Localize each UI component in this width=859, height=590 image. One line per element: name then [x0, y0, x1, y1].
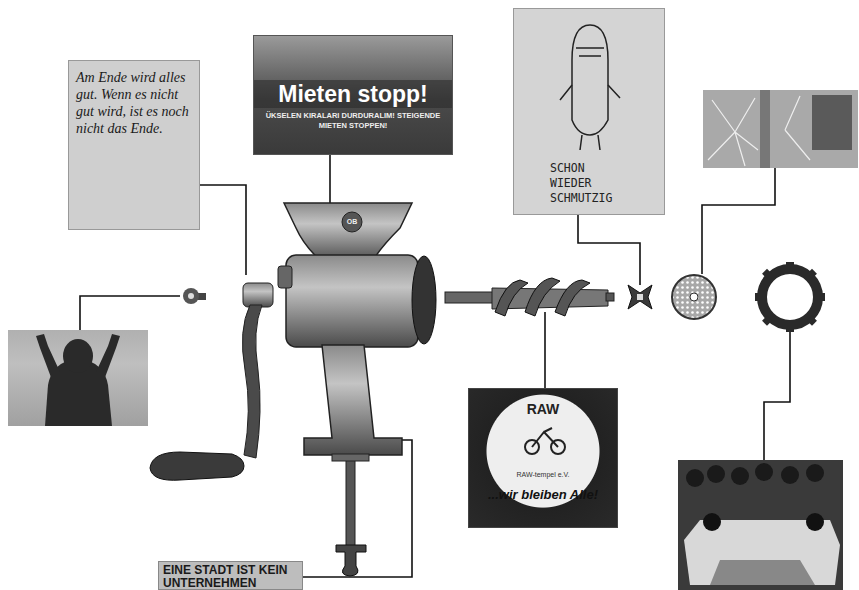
silhouette-hood: [63, 339, 93, 373]
grinder-ring: [755, 262, 825, 332]
helmet: [731, 467, 749, 485]
crank-handle: [150, 283, 273, 480]
glass-photo: [703, 90, 858, 168]
sign-photo: RAW RAW-tempel e.V. ...wir bleiben Alle!: [468, 388, 618, 528]
photo-text: ...wir bleiben Alle!: [477, 487, 609, 502]
crank-arm: [242, 305, 262, 458]
grinder-plate: [672, 275, 716, 319]
ring-knob: [807, 316, 817, 326]
ring-knob: [819, 293, 825, 301]
leader-line: [544, 312, 546, 388]
helmet: [755, 463, 773, 481]
car-window: [710, 560, 815, 585]
helmet: [686, 469, 704, 487]
worm-shaft: [445, 292, 495, 303]
leader-line: [303, 440, 412, 577]
perforated-plate: [672, 275, 716, 319]
clamp-screw: [346, 455, 355, 547]
helmet: [781, 466, 799, 484]
worm-flute: [495, 280, 528, 316]
ring-knobs: [755, 262, 825, 332]
maker-mark: OB: [342, 217, 362, 227]
note-photo: Am Ende wird alles gut. Wenn es nicht gu…: [68, 60, 200, 230]
maker-logo: [342, 212, 362, 232]
photo-text: Am Ende wird alles gut. Wenn es nicht gu…: [76, 69, 192, 137]
photo-text: RAW-tempel e.V.: [469, 471, 617, 478]
photo-text: RAW: [469, 401, 617, 417]
grinder-bolt: [278, 266, 292, 288]
car-wheel: [703, 513, 721, 531]
police-car-photo: [678, 460, 843, 590]
glass-hole: [812, 95, 852, 150]
grinder-knife: [628, 285, 652, 309]
worm-flute: [525, 278, 560, 316]
worm-screw: [445, 278, 614, 316]
leader-line: [329, 155, 331, 205]
grinder-body: [278, 203, 436, 576]
ring-nut: [762, 269, 818, 325]
helmet: [806, 464, 824, 482]
knife-hub: [637, 294, 643, 300]
grinder-funnel: [284, 203, 412, 262]
wing-screw: [183, 288, 206, 304]
leader-line: [578, 215, 640, 285]
window-frame: [760, 90, 770, 168]
screw-head: [183, 288, 199, 304]
silhouette-arm: [96, 334, 120, 380]
photo-frame: [703, 90, 858, 168]
ring-knob: [807, 269, 817, 279]
ring-knob: [786, 326, 794, 332]
leader-line: [702, 168, 775, 274]
leader-line: [200, 185, 246, 275]
leader-line: [80, 296, 180, 330]
ring-knob: [786, 262, 794, 268]
grinder-clamp: [304, 345, 402, 455]
worm-tip: [606, 293, 614, 301]
clamp-key: [336, 545, 366, 576]
leader-line: [764, 328, 790, 460]
crank-grip: [150, 452, 244, 480]
police-helmets: [686, 463, 824, 487]
photo-frame: [678, 460, 843, 590]
photo-haze: [8, 330, 148, 426]
photo-text: EINE STADT IST KEIN UNTERNEHMEN: [163, 564, 298, 590]
graffiti-photo: SCHON WIEDER SCHMUTZIG: [513, 8, 665, 215]
silhouette-arm: [36, 334, 60, 380]
worm-flute: [555, 280, 590, 316]
ring-knob: [762, 269, 772, 279]
crack-lines: [785, 96, 810, 160]
grinder-mouth: [412, 256, 436, 344]
photo-frame: [8, 330, 148, 426]
glass-cracks: [708, 96, 810, 166]
worm-flutes: [495, 278, 590, 316]
plate-center: [690, 293, 698, 301]
clamp-pad: [332, 454, 369, 461]
ring-knob: [755, 293, 761, 301]
placard-photo: EINE STADT IST KEIN UNTERNEHMEN: [158, 561, 303, 590]
photo-text: ÜKSELEN KIRALARI DURDURALIM! STEIGENDE M…: [260, 111, 446, 131]
car-wheel: [806, 513, 824, 531]
hood-photo: [8, 330, 148, 426]
knife-cross: [628, 285, 652, 309]
crack-lines: [708, 98, 758, 166]
photo-text: SCHON WIEDER SCHMUTZIG: [550, 161, 628, 206]
grinder-cylinder: [286, 255, 418, 347]
crank-hub: [243, 283, 273, 307]
photo-text: Mieten stopp!: [254, 80, 452, 108]
ring-knob: [762, 316, 772, 326]
helmet: [707, 465, 725, 483]
screw-hole: [188, 293, 194, 299]
banner-photo: Mieten stopp! ÜKSELEN KIRALARI DURDURALIM…: [253, 35, 453, 155]
